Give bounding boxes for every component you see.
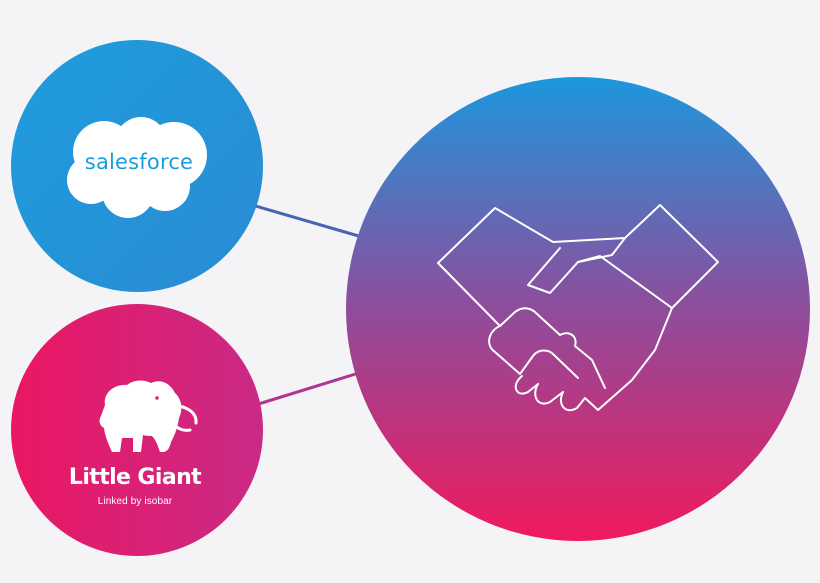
mammoth-icon	[99, 380, 198, 452]
little-giant-name: Little Giant	[68, 465, 202, 490]
little-giant-tagline: Linked by isobar	[97, 496, 173, 507]
salesforce-cloud-logo	[67, 117, 207, 218]
handshake-icon	[437, 204, 719, 412]
connector-salesforce	[251, 203, 363, 239]
salesforce-logo-text: salesforce	[84, 150, 194, 174]
connector-little-giant	[251, 370, 363, 408]
partnership-circle	[346, 77, 810, 541]
